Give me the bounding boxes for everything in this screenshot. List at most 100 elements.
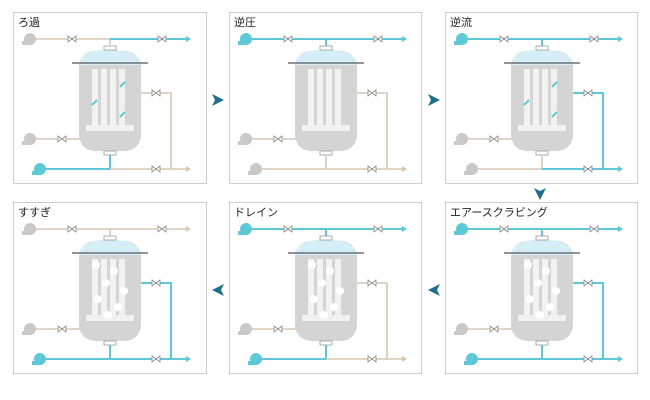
air-bubble xyxy=(320,311,328,319)
air-bubble xyxy=(120,287,128,295)
valve-icon xyxy=(151,355,161,363)
filter-cartridge xyxy=(308,259,314,315)
flow-direction-icon xyxy=(402,356,407,362)
step-panel-4: エアースクラビング xyxy=(445,202,638,374)
vessel-dome xyxy=(295,239,357,255)
pump-icon xyxy=(238,323,252,335)
top-nozzle xyxy=(103,45,117,51)
flow-direction-icon xyxy=(186,226,191,232)
air-bubble xyxy=(552,287,560,295)
valve-icon xyxy=(373,35,383,43)
air-bubble xyxy=(536,311,544,319)
flow-direction-icon xyxy=(186,356,191,362)
air-bubble xyxy=(308,261,316,269)
valve-icon xyxy=(499,225,509,233)
valve-icon xyxy=(583,279,593,287)
valve-icon xyxy=(499,35,509,43)
valve-icon xyxy=(589,225,599,233)
pump-icon xyxy=(32,163,46,175)
filter-cartridge xyxy=(101,259,107,315)
air-bubble xyxy=(104,311,112,319)
pump-icon xyxy=(22,323,36,335)
inner-flow-arrow xyxy=(119,81,126,88)
inner-flow-arrow xyxy=(551,81,558,88)
valve-icon xyxy=(157,35,167,43)
valve-icon xyxy=(273,325,283,333)
pump-icon xyxy=(454,133,468,145)
bottom-inlet-line xyxy=(42,345,111,360)
air-bubble xyxy=(330,303,338,311)
step-panel-1: ろ過 xyxy=(13,12,207,184)
air-bubble xyxy=(94,295,102,303)
side-outlet-line xyxy=(357,282,388,359)
inner-flow-arrow xyxy=(551,111,558,118)
down-arrow-icon xyxy=(534,188,546,200)
filter-cartridge xyxy=(533,259,539,315)
air-bubble xyxy=(318,279,326,287)
vessel-dome xyxy=(79,49,141,65)
valve-icon xyxy=(373,225,383,233)
flow-direction-icon xyxy=(186,166,191,172)
filter-cartridge xyxy=(92,69,98,125)
filter-cartridge xyxy=(110,259,116,315)
pump-icon xyxy=(22,223,36,235)
diagram-rinse xyxy=(22,223,191,365)
step-title: すすぎ xyxy=(18,206,51,219)
valve-icon xyxy=(583,165,593,173)
pump-icon xyxy=(22,133,36,145)
top-nozzle xyxy=(535,235,549,241)
pump-icon xyxy=(454,33,468,45)
diagram-backwash xyxy=(454,33,623,175)
vessel-dome xyxy=(295,49,357,65)
bottom-nozzle xyxy=(103,340,117,346)
filter-base xyxy=(86,125,134,131)
inner-flow-arrow xyxy=(119,111,126,118)
inner-flow-arrow xyxy=(91,99,98,106)
bottom-nozzle xyxy=(319,150,333,156)
valve-icon xyxy=(151,279,161,287)
valve-icon xyxy=(151,165,161,173)
diagram-filtration xyxy=(22,33,191,175)
bottom-inlet-line xyxy=(474,155,543,170)
filter-cartridge xyxy=(542,69,548,125)
filter-cartridge xyxy=(110,69,116,125)
vessel-dome xyxy=(79,239,141,255)
diagram-backpressure xyxy=(238,33,407,175)
flow-direction-icon xyxy=(618,166,623,172)
air-bubble xyxy=(114,303,122,311)
bottom-inlet-line xyxy=(42,155,111,170)
pump-icon xyxy=(464,353,478,365)
filter-cartridge xyxy=(551,69,557,125)
top-nozzle xyxy=(103,235,117,241)
valve-icon xyxy=(157,225,167,233)
filter-base xyxy=(302,125,350,131)
filter-cartridge xyxy=(551,259,557,315)
prev-arrow-icon xyxy=(212,284,224,296)
air-bubble xyxy=(524,261,532,269)
top-nozzle xyxy=(319,235,333,241)
step-title: 逆流 xyxy=(450,16,472,29)
step-title: エアースクラビング xyxy=(450,206,548,219)
bottom-nozzle xyxy=(103,150,117,156)
valve-icon xyxy=(151,89,161,97)
step-panel-3: 逆流 xyxy=(445,12,638,184)
vessel-dome xyxy=(511,49,573,65)
valve-icon xyxy=(367,355,377,363)
top-nozzle xyxy=(319,45,333,51)
filter-cartridge xyxy=(524,69,530,125)
filter-cartridge xyxy=(335,259,341,315)
pump-icon xyxy=(454,223,468,235)
valve-icon xyxy=(67,35,77,43)
air-bubble xyxy=(534,279,542,287)
next-arrow-icon xyxy=(212,94,224,106)
valve-icon xyxy=(489,135,499,143)
filter-cartridge xyxy=(317,69,323,125)
side-outlet-line xyxy=(141,92,172,169)
pump-icon xyxy=(464,163,478,175)
step-panel-5: ドレイン xyxy=(229,202,422,374)
filter-cartridge xyxy=(92,259,98,315)
top-nozzle xyxy=(535,45,549,51)
pump-icon xyxy=(238,223,252,235)
filter-base xyxy=(518,125,566,131)
filter-cartridge xyxy=(524,259,530,315)
